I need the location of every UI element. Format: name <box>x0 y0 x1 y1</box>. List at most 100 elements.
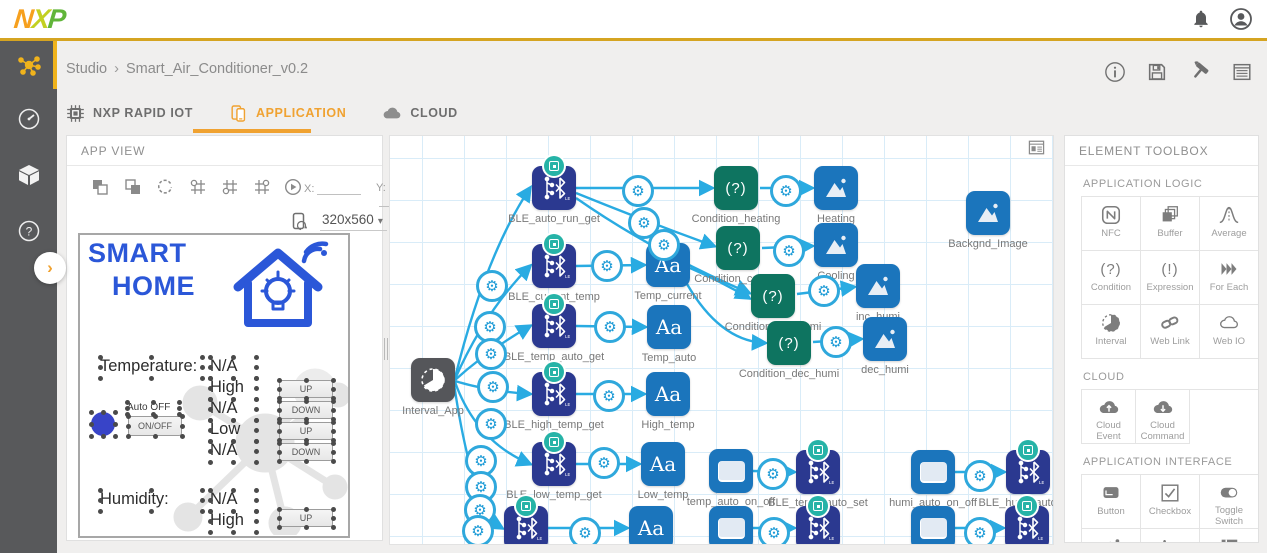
widget-handle-dot[interactable] <box>303 395 309 401</box>
widget-handle-dot[interactable] <box>230 438 236 444</box>
widget-handle-dot[interactable] <box>207 386 213 391</box>
widget-handle-dot[interactable] <box>112 433 118 439</box>
x-coordinate-input[interactable] <box>317 182 362 195</box>
widget-handle-dot[interactable] <box>253 386 259 391</box>
converter-gear-node[interactable]: ⚙ <box>622 175 654 207</box>
converter-gear-node[interactable]: ⚙ <box>593 380 625 412</box>
widget-handle-dot[interactable] <box>253 449 259 454</box>
canvas-node-ble_row3_3[interactable]: LE <box>1005 496 1049 544</box>
converter-gear-node[interactable]: ⚙ <box>476 270 508 302</box>
screen-size-dropdown[interactable]: 320x560▾ <box>320 212 387 231</box>
widget-handle-dot[interactable] <box>330 449 336 455</box>
widget-handle-dot[interactable] <box>330 440 336 446</box>
info-icon[interactable] <box>1104 61 1126 83</box>
toolbox-item-expression[interactable]: (!)Expression <box>1141 251 1200 305</box>
widget-handle-dot[interactable] <box>207 365 213 370</box>
widget-handle-dot[interactable] <box>276 377 282 383</box>
toolbox-item-nfc[interactable]: NFC <box>1082 197 1141 251</box>
canvas-overview-icon[interactable] <box>1028 140 1045 155</box>
toolbox-item-toggle-switch[interactable]: Toggle Switch <box>1200 475 1258 529</box>
widget-handle-dot[interactable] <box>253 428 259 433</box>
converter-gear-node[interactable]: ⚙ <box>594 311 626 343</box>
build-hammer-icon[interactable] <box>1188 60 1211 83</box>
widget-handle-dot[interactable] <box>150 399 156 405</box>
canvas-node-temp_auto[interactable]: Aa <box>647 305 691 349</box>
widget-handle-dot[interactable] <box>112 421 118 427</box>
widget-handle-dot[interactable] <box>207 459 213 465</box>
widget-handle-dot[interactable] <box>148 375 154 381</box>
widget-handle-dot[interactable] <box>253 508 259 514</box>
toolbox-item-web-link[interactable]: Web Link <box>1141 305 1200 359</box>
widget-handle-dot[interactable] <box>253 529 259 535</box>
widget-handle-dot[interactable] <box>276 407 282 413</box>
widget-handle-dot[interactable] <box>97 365 103 370</box>
widget-handle-dot[interactable] <box>253 396 259 402</box>
converter-gear-node[interactable]: ⚙ <box>591 250 623 282</box>
converter-gear-node[interactable]: ⚙ <box>648 229 680 261</box>
widget-handle-dot[interactable] <box>207 487 213 493</box>
sidebar-item-help[interactable]: ? <box>0 207 57 255</box>
canvas-node-humi_auto_on_off[interactable] <box>911 450 955 494</box>
widget-handle-dot[interactable] <box>330 437 336 443</box>
send-backward-icon[interactable] <box>124 178 142 196</box>
widget-handle-dot[interactable] <box>330 407 336 413</box>
converter-gear-node[interactable]: ⚙ <box>808 275 840 307</box>
widget-handle-dot[interactable] <box>276 419 282 425</box>
widget-handle-dot[interactable] <box>207 519 213 524</box>
converter-gear-node[interactable]: ⚙ <box>820 326 852 358</box>
widget-handle-dot[interactable] <box>330 377 336 383</box>
converter-gear-node[interactable]: ⚙ <box>758 517 790 544</box>
toolbox-item-condition[interactable]: (?)Condition <box>1082 251 1141 305</box>
widget-handle-dot[interactable] <box>179 413 185 419</box>
widget-handle-dot[interactable] <box>230 375 236 381</box>
widget-handle-dot[interactable] <box>97 508 103 514</box>
widget-handle-dot[interactable] <box>303 377 309 383</box>
canvas-node-interval_app[interactable] <box>411 358 455 402</box>
widget-handle-dot[interactable] <box>276 515 282 521</box>
toolbox-item-cloud-command[interactable]: Cloud Command <box>1136 390 1190 444</box>
canvas-node-ble_high_temp_get[interactable]: LE <box>532 362 576 416</box>
phone-rotate-icon[interactable] <box>291 212 307 232</box>
widget-handle-dot[interactable] <box>253 438 259 444</box>
widget-handle-dot[interactable] <box>330 506 336 512</box>
widget-handle-dot[interactable] <box>230 459 236 465</box>
canvas-node-condition_cooling[interactable]: (?) <box>716 226 760 270</box>
widget-handle-dot[interactable] <box>88 421 94 427</box>
converter-gear-node[interactable]: ⚙ <box>475 338 507 370</box>
canvas-node-ble_row3_1[interactable]: LE <box>504 496 548 544</box>
canvas-node-ble_temp_auto_set[interactable]: LE <box>796 440 840 494</box>
toolbox-item-cloud-event[interactable]: Cloud Event <box>1082 390 1136 444</box>
user-account-icon[interactable] <box>1229 7 1253 31</box>
widget-handle-dot[interactable] <box>88 409 94 415</box>
widget-handle-dot[interactable] <box>97 498 103 503</box>
widget-handle-dot[interactable] <box>230 354 236 360</box>
toolbox-item-for-each[interactable]: For Each <box>1200 251 1258 305</box>
tab-application[interactable]: APPLICATION <box>229 104 346 123</box>
canvas-node-condition_heating[interactable]: (?) <box>714 166 758 210</box>
canvas-node-btn_row3_2[interactable] <box>911 506 955 544</box>
preview-play-icon[interactable] <box>284 178 302 196</box>
widget-handle-dot[interactable] <box>330 416 336 422</box>
widget-handle-dot[interactable] <box>207 407 213 412</box>
widget-handle-dot[interactable] <box>276 506 282 512</box>
widget-handle-dot[interactable] <box>148 487 154 493</box>
widget-handle-dot[interactable] <box>176 399 182 405</box>
converter-gear-node[interactable]: ⚙ <box>475 408 507 440</box>
canvas-node-heating[interactable] <box>814 166 858 210</box>
canvas-node-ble_current_temp[interactable]: LE <box>532 234 576 288</box>
sidebar-item-dashboard[interactable] <box>0 95 57 143</box>
canvas-node-condition_inc_humi[interactable]: (?) <box>751 274 795 318</box>
snap-grid-tr-icon[interactable] <box>253 178 271 196</box>
converter-gear-node[interactable]: ⚙ <box>474 311 506 343</box>
widget-handle-dot[interactable] <box>100 409 106 415</box>
widget-handle-dot[interactable] <box>303 524 309 530</box>
widget-handle-dot[interactable] <box>276 458 282 464</box>
widget-handle-dot[interactable] <box>330 524 336 530</box>
widget-handle-dot[interactable] <box>124 405 130 411</box>
widget-handle-dot[interactable] <box>230 417 236 423</box>
widget-handle-dot[interactable] <box>303 416 309 422</box>
widget-handle-dot[interactable] <box>199 487 205 493</box>
widget-handle-dot[interactable] <box>230 396 236 402</box>
widget-handle-dot[interactable] <box>303 419 309 425</box>
